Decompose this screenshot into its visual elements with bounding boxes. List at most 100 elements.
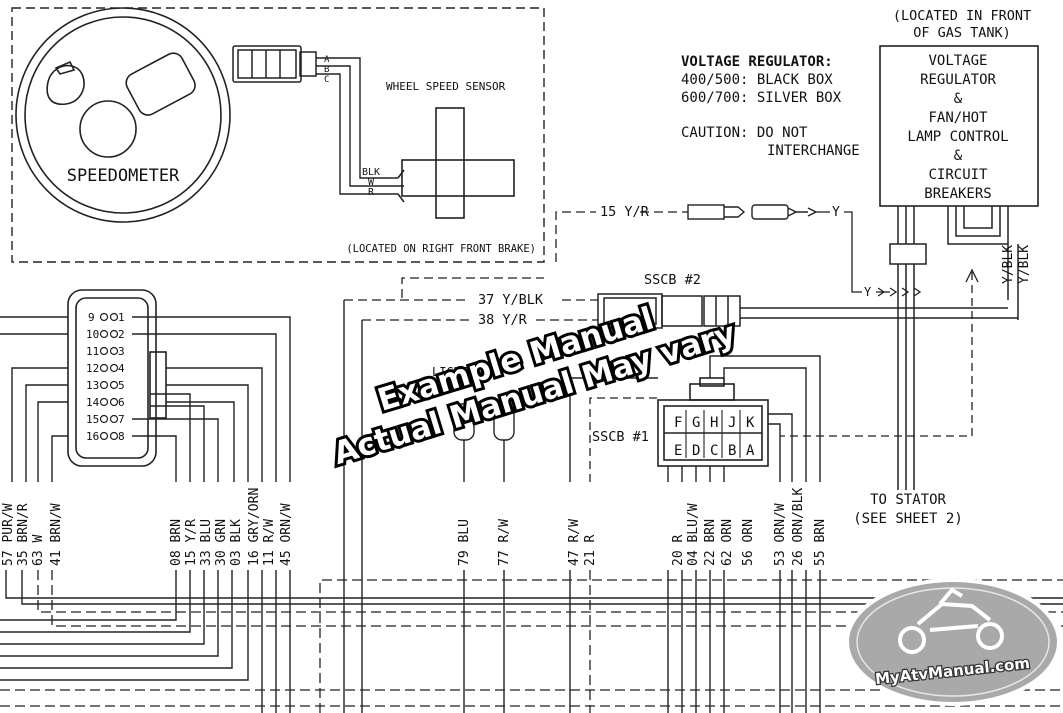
regulator-box [879, 45, 1039, 207]
sscb1-pin-f: F [674, 415, 682, 431]
sscb1-pin-e: E [674, 443, 682, 459]
wire-label-08: 08 BRN [169, 519, 184, 566]
sscb2-output-wires [740, 307, 1018, 319]
pin-12-label: 12 [86, 362, 99, 375]
wire-label-79: 79 BLU [457, 519, 472, 566]
wire-label-37yblk: 37 Y/BLK [478, 292, 544, 308]
regulator-note-line1: 400/500: BLACK BOX [681, 72, 833, 88]
connector-pin-b: B [324, 65, 329, 75]
pin-7-label: 7 [118, 413, 125, 426]
myatvmanual-logo: MyAtvManual.com [845, 578, 1061, 706]
regulator-line-4: FAN/HOT [928, 110, 988, 126]
speedometer [15, 7, 231, 223]
sensor-wire-w: W [368, 177, 375, 188]
stator-line2: (SEE SHEET 2) [853, 511, 963, 527]
wire-label-45: 45 ORN/W [279, 503, 294, 566]
wire-label-41: 41 BRN/W [49, 503, 64, 566]
regulator-note-line2: 600/700: SILVER BOX [681, 90, 842, 106]
left-connector-pins: 9 1 10 2 11 3 12 4 13 5 14 6 15 7 16 8 [86, 311, 125, 443]
sensor-wire-blk: BLK [362, 167, 380, 178]
pin-11-label: 11 [86, 345, 99, 358]
sscb2-connector [597, 293, 741, 329]
left-connector-wires [0, 316, 291, 482]
connector-pin-c: C [324, 75, 329, 85]
wire-label-47: 47 R/W [567, 519, 582, 566]
pin-2-label: 2 [118, 328, 125, 341]
caution-line2: INTERCHANGE [767, 143, 860, 159]
regulator-line-2: REGULATOR [920, 72, 996, 88]
sensor-wires [316, 57, 398, 195]
wire-label-62: 62 ORN [720, 519, 735, 566]
wire-label-55: 55 BRN [813, 519, 828, 566]
atv-icon [898, 587, 1004, 654]
pin-4-label: 4 [118, 362, 125, 375]
regulator-line-1: VOLTAGE [928, 53, 987, 69]
wire-label-53: 53 ORN/W [773, 503, 788, 566]
sscb1-wires [569, 355, 821, 482]
wire-label-35: 35 BRN/R [16, 503, 31, 566]
wire-label-yblk-1: Y/BLK [1001, 245, 1016, 284]
wire-label-11: 11 R/W [262, 519, 277, 566]
regulator-line-6: & [954, 148, 963, 164]
sscb1-pin-a: A [746, 443, 755, 459]
light-switch-label: LIGHT SW [432, 365, 491, 379]
wire-label-56: 56 ORN [741, 519, 756, 566]
ground-arrow-icon [965, 268, 979, 283]
sscb2-label: SSCB #2 [644, 272, 701, 288]
wire-label-63: 63 W [31, 535, 46, 566]
sensor-wire-r: R [368, 187, 375, 198]
stator-line1: TO STATOR [870, 492, 946, 508]
bottom-harness-wires [0, 570, 1063, 713]
pin-5-label: 5 [118, 379, 125, 392]
wire-label-20: 20 R [671, 535, 686, 566]
ground-dashed-line [780, 272, 973, 437]
wheel-speed-sensor-label: WHEEL SPEED SENSOR [386, 80, 506, 93]
sscb1-label: SSCB #1 [592, 429, 649, 445]
pin-3-label: 3 [118, 345, 125, 358]
sscb1-connector [657, 377, 769, 467]
wire-label-21: 21 R [583, 535, 598, 566]
sscb1-pin-j: J [728, 415, 736, 431]
light-switch [343, 300, 515, 713]
connector-pin-a: A [324, 55, 330, 65]
wire-label-26: 26 ORN/BLK [791, 488, 806, 566]
regulator-location-line2: OF GAS TANK) [913, 25, 1011, 41]
sscb1-pin-b: B [728, 443, 736, 459]
pin-9-label: 9 [88, 311, 95, 324]
wire-label-57: 57 PUR/W [1, 503, 16, 566]
sscb1-pin-dividers [685, 410, 741, 458]
sscb1-dashed-wires [589, 397, 658, 482]
wire-label-16: 16 GRY/ORN [247, 488, 262, 566]
regulator-note-title: VOLTAGE REGULATOR: [681, 54, 833, 70]
wire-label-y-bottom: Y [864, 285, 872, 299]
pin-16-label: 16 [86, 430, 99, 443]
speedometer-dashed-boundary [11, 7, 545, 263]
sscb1-pin-g: G [692, 415, 700, 431]
wire-label-y-top: Y [832, 205, 840, 220]
wire-label-33: 33 BLU [199, 519, 214, 566]
regulator-line-3: & [954, 91, 963, 107]
sscb1-pin-d: D [692, 443, 700, 459]
pin-10-label: 10 [86, 328, 99, 341]
wire-label-77: 77 R/W [497, 519, 512, 566]
speedometer-location-note: (LOCATED ON RIGHT FRONT BRAKE) [346, 243, 536, 255]
sscb1-pin-k: K [746, 415, 755, 431]
sscb1-top-pins: F G H J K [674, 415, 755, 431]
wire-label-38yr: 38 Y/R [478, 312, 528, 328]
wire-label-15yr-top: 15 Y/R [600, 204, 650, 220]
wheel-speed-sensor [397, 107, 515, 219]
wire-label-03: 03 BLK [229, 519, 244, 566]
left-connector-pin-circles [99, 312, 119, 441]
pin-1-label: 1 [118, 311, 125, 324]
wire-label-30: 30 GRN [214, 519, 229, 566]
inline-connector [687, 204, 818, 220]
wire-label-15: 15 Y/R [184, 519, 199, 566]
sscb1-pin-h: H [710, 415, 718, 431]
regulator-line-5: LAMP CONTROL [907, 129, 1008, 145]
y-wire-route [844, 211, 922, 297]
pin-6-label: 6 [118, 396, 125, 409]
bottom-wire-labels: 57 PUR/W 35 BRN/R 63 W 41 BRN/W 08 BRN 1… [1, 488, 828, 566]
pin-15-label: 15 [86, 413, 99, 426]
regulator-line-7: CIRCUIT [928, 167, 988, 183]
sscb1-pin-c: C [710, 443, 718, 459]
